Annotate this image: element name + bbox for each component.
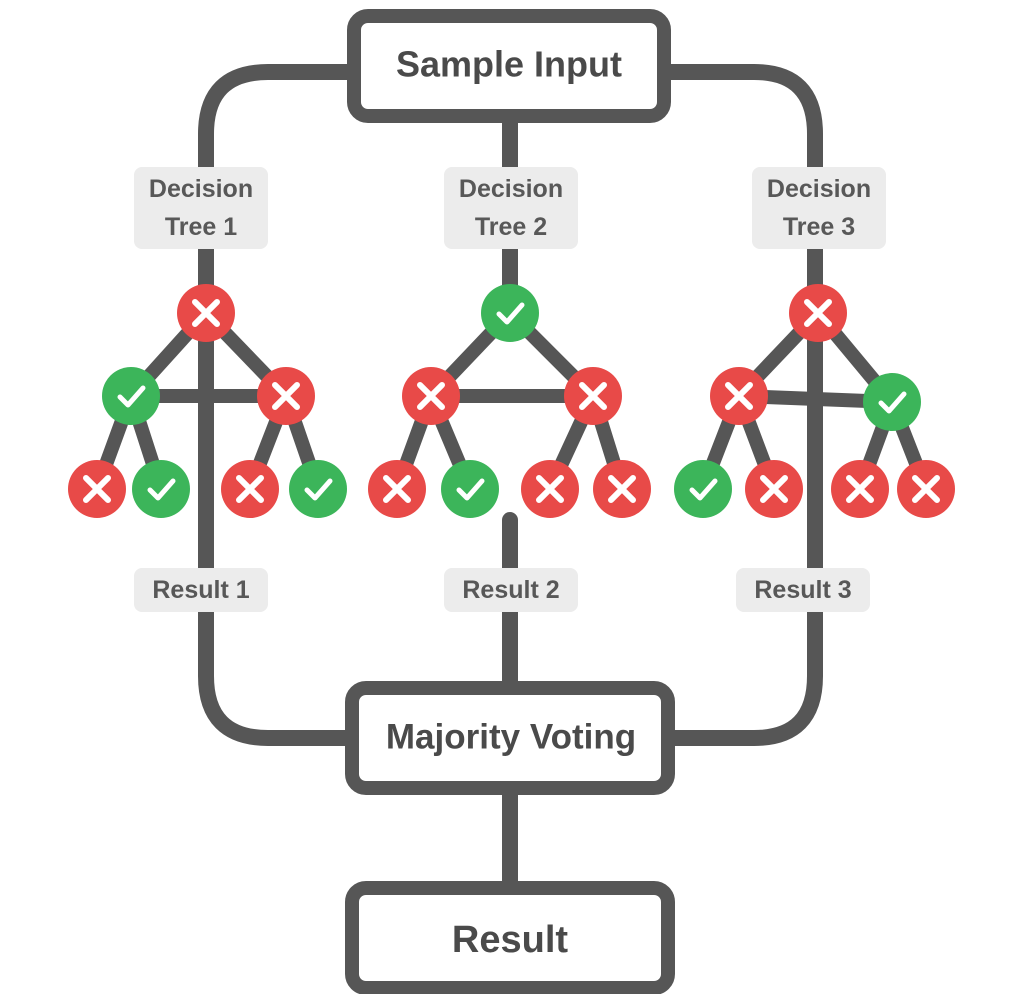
cross-icon [383, 475, 411, 503]
tree-2-label-line-1: Decision [459, 175, 563, 203]
cross-icon [608, 475, 636, 503]
tree-1-branch-1-check-node [102, 367, 160, 425]
tree-2-result-label-line-1: Result 2 [462, 576, 559, 604]
cross-icon [912, 475, 940, 503]
tree-1-root-cross-node [177, 284, 235, 342]
connector-tree-1-to-voting [198, 322, 368, 746]
tree-nodes [68, 284, 955, 518]
check-icon [496, 302, 525, 325]
connector-input-to-tree-1 [198, 64, 368, 308]
tree-2-branch-2-cross-node [564, 367, 622, 425]
check-icon [878, 391, 907, 414]
cross-icon [804, 299, 832, 327]
cross-icon [846, 475, 874, 503]
tree-1-label-line-2: Tree 1 [165, 213, 237, 241]
tree-3-label-line-2: Tree 3 [783, 213, 855, 241]
cross-icon [83, 475, 111, 503]
cross-icon [536, 475, 564, 503]
tree-3-root-cross-node [789, 284, 847, 342]
majority-voting-label: Majority Voting [386, 718, 636, 757]
connector-input-to-tree-3 [652, 64, 823, 308]
tree-1-result-label: Result 1 [134, 568, 268, 612]
cross-icon [725, 382, 753, 410]
tree-2-result-label: Result 2 [444, 568, 578, 612]
tree-2-leaf-3-cross-node [521, 460, 579, 518]
tree-3-branch-2-check-node [863, 373, 921, 431]
result-label: Result [452, 919, 568, 961]
check-icon [304, 478, 333, 501]
tree-3-result-label: Result 3 [736, 568, 870, 612]
tree-3-leaf-4-cross-node [897, 460, 955, 518]
cross-icon [192, 299, 220, 327]
tree-3-leaf-1-check-node [674, 460, 732, 518]
tree-1-leaf-3-cross-node [221, 460, 279, 518]
cross-icon [579, 382, 607, 410]
check-icon [117, 385, 146, 408]
cross-icon [272, 382, 300, 410]
tree-2-leaf-4-cross-node [593, 460, 651, 518]
connector-tree-3-to-voting [652, 322, 823, 746]
tree-1-leaf-1-cross-node [68, 460, 126, 518]
tree-1-result-label-line-1: Result 1 [152, 576, 249, 604]
tree-1-leaf-4-check-node [289, 460, 347, 518]
sample-input-box: Sample Input [347, 9, 671, 123]
sample-input-label: Sample Input [396, 44, 622, 85]
result-box: Result [345, 881, 675, 994]
check-icon [689, 478, 718, 501]
cross-icon [236, 475, 264, 503]
tree-2-label-line-2: Tree 2 [475, 213, 547, 241]
tree-3-result-label-line-1: Result 3 [754, 576, 851, 604]
tree-2-branch-1-cross-node [402, 367, 460, 425]
cross-icon [417, 382, 445, 410]
tree-3-leaf-3-cross-node [831, 460, 889, 518]
tree-2-leaf-1-cross-node [368, 460, 426, 518]
check-icon [456, 478, 485, 501]
tree-3-branch-1-cross-node [710, 367, 768, 425]
cross-icon [760, 475, 788, 503]
tree-1-branch-2-cross-node [257, 367, 315, 425]
tree-3-label-line-1: Decision [767, 175, 871, 203]
check-icon [147, 478, 176, 501]
tree-1-leaf-2-check-node [132, 460, 190, 518]
tree-1-label-line-1: Decision [149, 175, 253, 203]
tree-2-leaf-2-check-node [441, 460, 499, 518]
majority-voting-box: Majority Voting [345, 681, 675, 795]
tree-3-leaf-2-cross-node [745, 460, 803, 518]
tree-2-root-check-node [481, 284, 539, 342]
